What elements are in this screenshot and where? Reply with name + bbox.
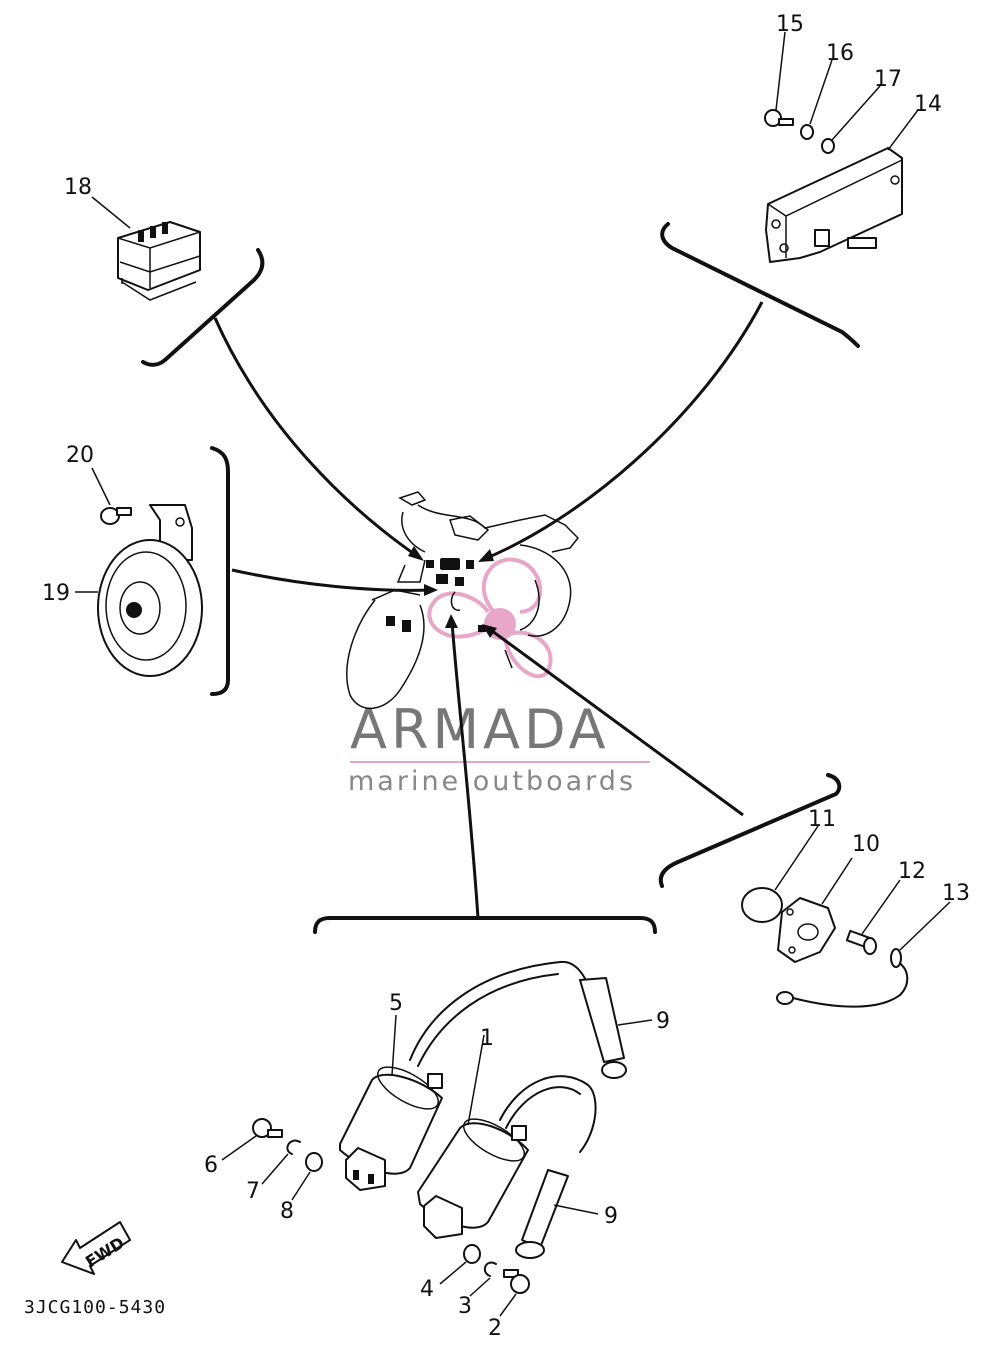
- callout-5: 5: [389, 991, 403, 1016]
- callout-14: 14: [914, 92, 942, 117]
- igniter-unit-part: [765, 109, 919, 263]
- motorcycle-outline: [346, 491, 580, 710]
- callout-2: 2: [488, 1316, 502, 1341]
- washer-8: [291, 1152, 323, 1201]
- leader-line-relay: [213, 317, 421, 560]
- washer-4: [439, 1244, 481, 1285]
- leader-line-horn: [231, 568, 433, 592]
- leader-line-ignition-coils: [450, 621, 480, 919]
- leader-line-neutral-switch: [487, 626, 744, 817]
- callout-18: 18: [64, 175, 92, 200]
- ignition-coil-5: [339, 960, 627, 1191]
- bracket-igniter: [660, 222, 860, 348]
- leader-line-igniter: [481, 301, 764, 562]
- callout-12: 12: [898, 859, 926, 884]
- bracket-ignition-coils: [313, 916, 657, 934]
- callout-15: 15: [776, 12, 804, 37]
- cap-leader-lines: [553, 1019, 653, 1215]
- watermark-title: ARMADA: [350, 698, 610, 761]
- leader-lines: [213, 301, 764, 919]
- ignition-coil-1: [417, 1034, 597, 1259]
- washer-16: [800, 59, 833, 140]
- callout-17: 17: [874, 67, 902, 92]
- bracket-horn: [210, 446, 230, 696]
- horn-part: [75, 504, 203, 677]
- bolt-15: [764, 31, 794, 127]
- bolt-2: [499, 1269, 530, 1317]
- callout-labels: 1 2 3 4 5 6 7 8 9 9 10 11 12 13 14 15 16…: [42, 12, 970, 1341]
- callout-9-upper: 9: [656, 1009, 670, 1034]
- callout-9-lower: 9: [604, 1204, 618, 1229]
- callout-7: 7: [246, 1179, 260, 1204]
- callout-11: 11: [808, 807, 836, 832]
- o-ring-11: [741, 825, 819, 923]
- callout-8: 8: [280, 1199, 294, 1224]
- washer-17: [821, 85, 881, 154]
- lead-wire-13: [776, 901, 951, 1008]
- bracket-relay: [141, 248, 265, 367]
- callout-10: 10: [852, 832, 880, 857]
- callout-20: 20: [66, 443, 94, 468]
- washer-7: [261, 1139, 301, 1185]
- callout-6: 6: [204, 1153, 218, 1178]
- callout-19: 19: [42, 581, 70, 606]
- callout-3: 3: [458, 1294, 472, 1319]
- bolt-6: [221, 1118, 283, 1161]
- screw-12: [845, 879, 901, 955]
- washer-3: [469, 1261, 497, 1297]
- callout-4: 4: [420, 1277, 434, 1302]
- relay-part: [91, 196, 201, 301]
- neutral-switch-10: [777, 857, 853, 963]
- bolt-20: [91, 467, 132, 525]
- group-brackets: [141, 222, 860, 934]
- callout-16: 16: [826, 41, 854, 66]
- armada-watermark: ARMADA marine outboards: [348, 557, 650, 797]
- watermark-subtitle: marine outboards: [348, 766, 636, 797]
- callout-1: 1: [480, 1026, 494, 1051]
- callout-13: 13: [942, 881, 970, 906]
- forward-direction-arrow: FWD: [61, 1221, 131, 1275]
- drawing-code: 3JCG100-5430: [24, 1297, 166, 1318]
- bracket-neutral-switch: [658, 773, 842, 888]
